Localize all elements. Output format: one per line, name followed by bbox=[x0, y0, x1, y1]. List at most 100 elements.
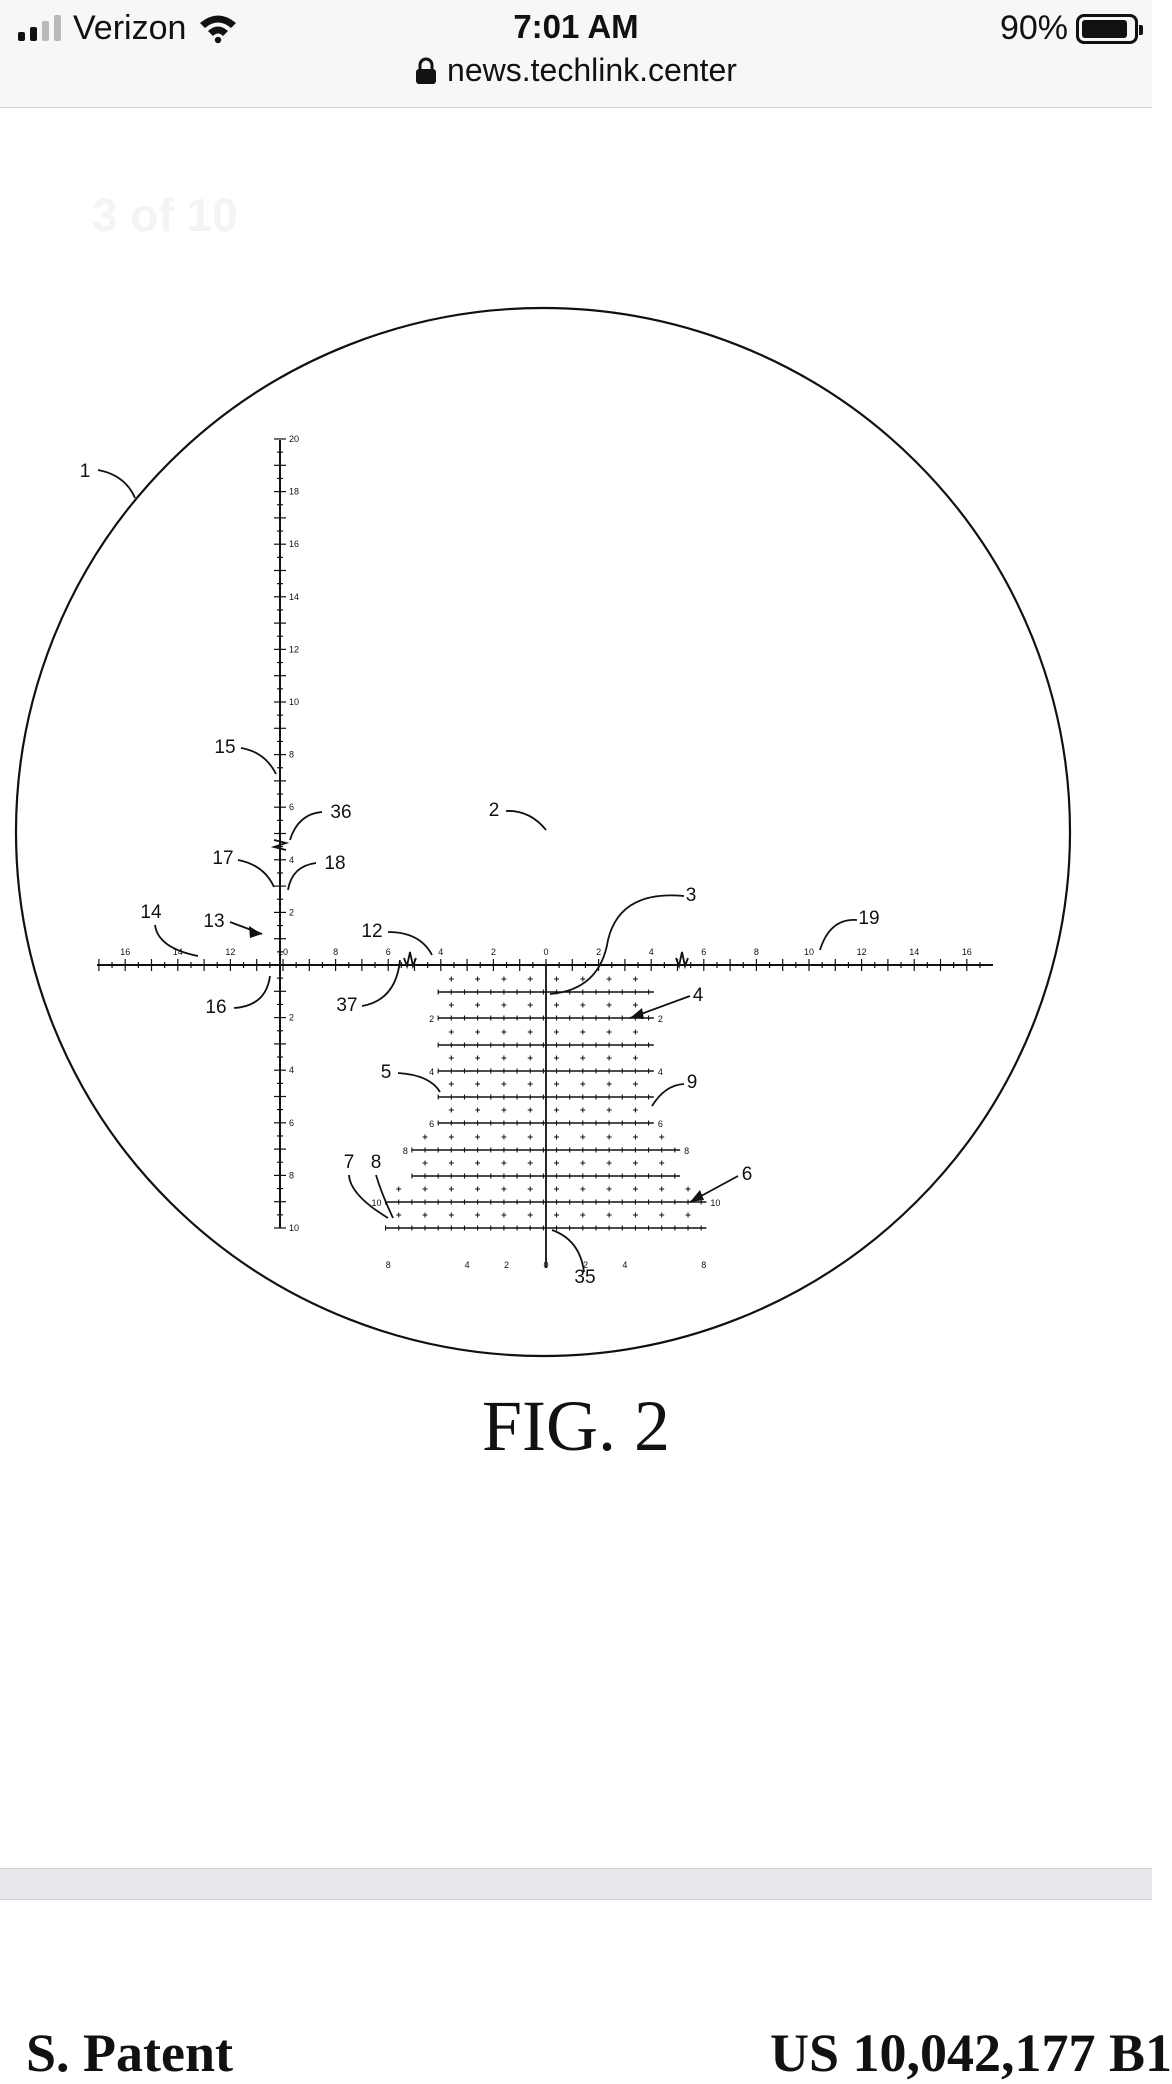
arrowhead bbox=[690, 1190, 704, 1202]
ballistic-row-label: 6 bbox=[429, 1119, 434, 1129]
leader-line bbox=[240, 747, 277, 775]
status-left: Verizon bbox=[18, 8, 238, 48]
ballistic-row-label: 2 bbox=[429, 1014, 434, 1024]
ballistic-row-label: 8 bbox=[684, 1146, 689, 1156]
reference-numeral-19: 19 bbox=[858, 908, 879, 929]
battery-percentage: 90% bbox=[999, 9, 1068, 47]
reference-numeral-36: 36 bbox=[330, 802, 351, 823]
vertical-scale-label: 16 bbox=[289, 539, 299, 549]
next-page-header-left: S. Patent bbox=[26, 2023, 233, 2083]
next-page-header: S. Patent US 10,042,177 B1 bbox=[0, 1900, 1172, 2083]
figure-caption: FIG. 2 bbox=[481, 1386, 670, 1466]
bottom-scale-label: 4 bbox=[465, 1260, 470, 1270]
bottom-scale-label: 8 bbox=[701, 1260, 706, 1270]
reference-numeral-13: 13 bbox=[203, 911, 224, 932]
horizontal-scale-label: 8 bbox=[333, 947, 338, 957]
page-separator bbox=[0, 1868, 1152, 1900]
ballistic-row-label: 2 bbox=[658, 1014, 663, 1024]
horizontal-scale-label: 0 bbox=[543, 947, 548, 957]
reference-numeral-15: 15 bbox=[214, 737, 235, 758]
reference-numeral-8: 8 bbox=[371, 1152, 382, 1173]
horizontal-scale-label: 16 bbox=[120, 947, 130, 957]
status-right: 90% bbox=[999, 9, 1143, 48]
horizontal-scale-label: 16 bbox=[962, 947, 972, 957]
range-marker bbox=[675, 951, 689, 970]
reference-numeral-12: 12 bbox=[361, 921, 382, 942]
clock: 7:01 AM bbox=[513, 8, 639, 45]
reference-numeral-4: 4 bbox=[693, 985, 704, 1006]
horizontal-scale-label: 10 bbox=[804, 947, 814, 957]
horizontal-scale-label: 4 bbox=[649, 947, 654, 957]
reticle-field-of-view-circle bbox=[14, 306, 1072, 1358]
leader-line bbox=[233, 975, 271, 1009]
bottom-scale-label: 8 bbox=[386, 1260, 391, 1270]
horizontal-scale-label: 6 bbox=[386, 947, 391, 957]
leader-line bbox=[819, 919, 858, 951]
carrier-name: Verizon bbox=[73, 8, 187, 47]
vertical-scale-label: 20 bbox=[289, 434, 299, 444]
vertical-scale-label: 6 bbox=[289, 802, 294, 812]
ballistic-row-label: 4 bbox=[429, 1067, 434, 1077]
reference-numeral-18: 18 bbox=[324, 853, 345, 874]
reference-numeral-3: 3 bbox=[686, 885, 697, 906]
cellular-signal-icon bbox=[18, 15, 61, 41]
leader-line bbox=[237, 859, 275, 888]
arrowhead bbox=[249, 926, 262, 938]
leader-line bbox=[651, 1083, 685, 1107]
horizontal-scale-label: 8 bbox=[754, 947, 759, 957]
vertical-scale-label: 4 bbox=[289, 1065, 294, 1075]
horizontal-scale-label: 14 bbox=[909, 947, 919, 957]
ballistic-row-label: 10 bbox=[710, 1198, 720, 1208]
horizontal-scale-label: 6 bbox=[701, 947, 706, 957]
ballistic-row-label: 6 bbox=[658, 1119, 663, 1129]
leader-line bbox=[154, 924, 199, 957]
lock-icon bbox=[416, 57, 437, 84]
reference-numeral-2: 2 bbox=[489, 800, 500, 821]
arrowhead bbox=[630, 1008, 644, 1019]
bottom-scale-label: 2 bbox=[583, 1260, 588, 1270]
vertical-scale-label: 10 bbox=[289, 697, 299, 707]
vertical-scale-label: 14 bbox=[289, 592, 299, 602]
reference-numeral-7: 7 bbox=[344, 1152, 355, 1173]
vertical-scale-label: 6 bbox=[289, 1118, 294, 1128]
reference-numeral-37: 37 bbox=[336, 995, 357, 1016]
leader-line bbox=[505, 810, 547, 831]
horizontal-scale-label: 10 bbox=[278, 947, 288, 957]
reference-numeral-6: 6 bbox=[742, 1164, 753, 1185]
bottom-scale-label: 4 bbox=[622, 1260, 627, 1270]
vertical-scale-label: 4 bbox=[289, 855, 294, 865]
reference-numeral-14: 14 bbox=[140, 902, 162, 923]
url-text[interactable]: news.techlink.center bbox=[447, 52, 737, 88]
horizontal-scale-label: 12 bbox=[225, 947, 235, 957]
ballistic-row-label: 10 bbox=[372, 1198, 382, 1208]
leader-line bbox=[287, 862, 317, 891]
vertical-scale-label: 8 bbox=[289, 1170, 294, 1180]
reference-numeral-16: 16 bbox=[205, 997, 226, 1018]
reference-numeral-9: 9 bbox=[687, 1072, 698, 1093]
vertical-scale-label: 2 bbox=[289, 907, 294, 917]
leader-line bbox=[97, 469, 136, 499]
vertical-scale-label: 8 bbox=[289, 750, 294, 760]
vertical-scale-label: 10 bbox=[289, 1223, 299, 1233]
horizontal-scale-label: 12 bbox=[857, 947, 867, 957]
address-bar[interactable]: news.techlink.center bbox=[0, 52, 1152, 89]
ballistic-row-label: 8 bbox=[403, 1146, 408, 1156]
reference-numeral-5: 5 bbox=[381, 1062, 392, 1083]
leader-line bbox=[348, 1174, 389, 1219]
vertical-scale-label: 2 bbox=[289, 1013, 294, 1023]
leader-line bbox=[289, 811, 323, 841]
reference-numeral-35: 35 bbox=[574, 1267, 595, 1288]
battery-fill bbox=[1082, 19, 1127, 38]
leader-line bbox=[551, 1229, 585, 1273]
leader-line bbox=[375, 1174, 394, 1219]
ballistic-row-label: 4 bbox=[658, 1067, 663, 1077]
vertical-scale-label: 18 bbox=[289, 487, 299, 497]
wifi-icon bbox=[200, 15, 237, 44]
horizontal-scale-label: 2 bbox=[596, 947, 601, 957]
status-bar: Verizon 7:01 AM 90% news.techlink.center bbox=[0, 0, 1152, 108]
reference-numeral-1: 1 bbox=[80, 461, 91, 482]
leader-line bbox=[549, 894, 685, 995]
vertical-scale-label: 12 bbox=[289, 644, 299, 654]
